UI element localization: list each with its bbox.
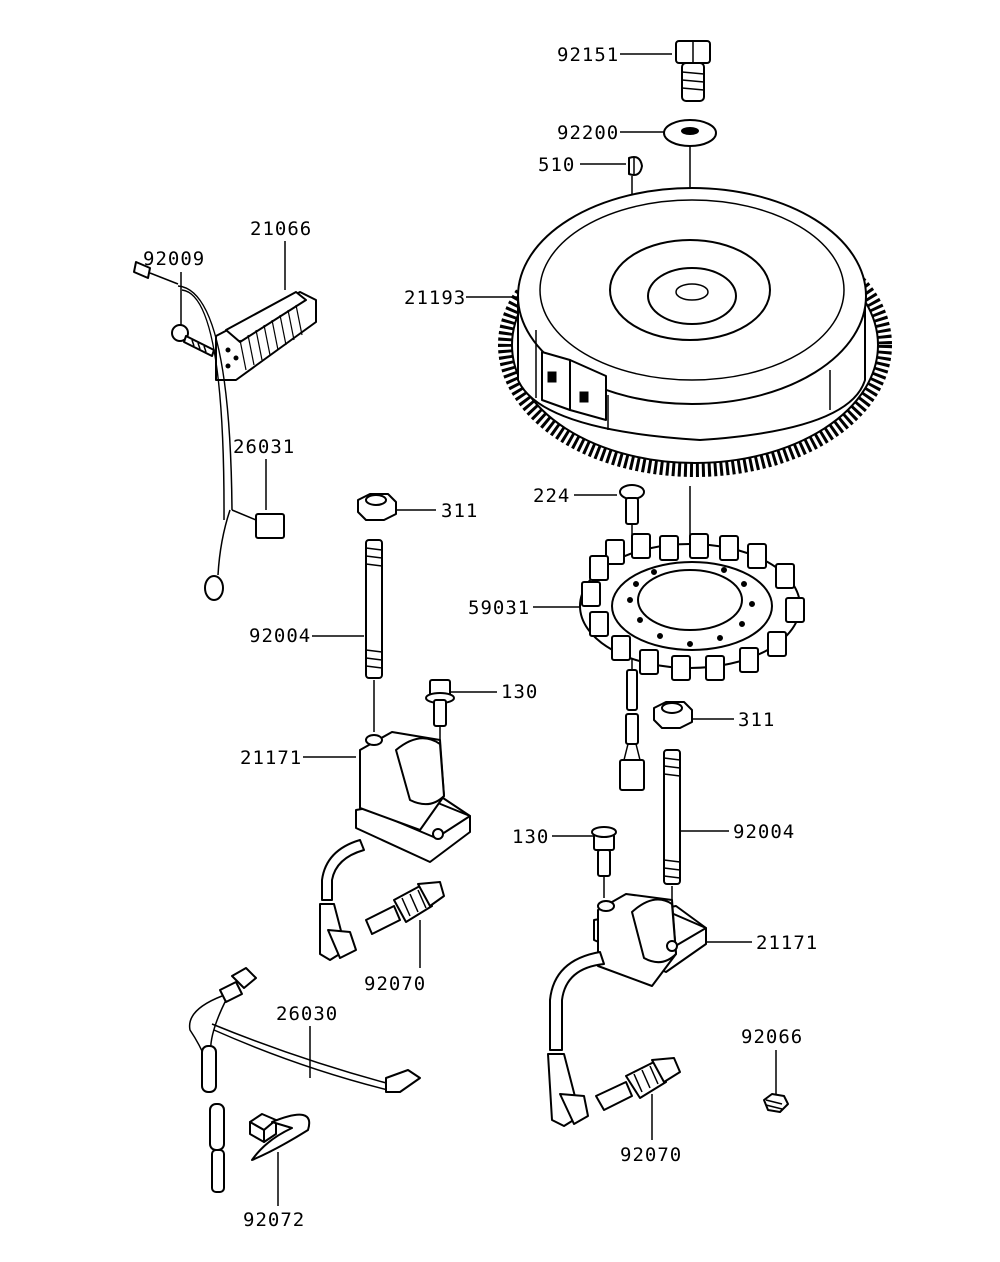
label-311-right: 311 xyxy=(738,709,775,731)
label-21193: 21193 xyxy=(404,287,466,309)
ignition-coil-right xyxy=(547,893,707,1127)
label-92151: 92151 xyxy=(557,44,619,66)
label-92070-right: 92070 xyxy=(620,1144,682,1166)
label-59031: 59031 xyxy=(468,597,530,619)
label-311-left: 311 xyxy=(441,500,478,522)
small-harness xyxy=(133,261,285,601)
label-92070-left: 92070 xyxy=(364,973,426,995)
woodruff-key xyxy=(628,156,643,176)
spark-plug-right xyxy=(595,1057,681,1111)
label-21171-right: 21171 xyxy=(756,932,818,954)
label-92200: 92200 xyxy=(557,122,619,144)
label-92004-left: 92004 xyxy=(249,625,311,647)
label-26031: 26031 xyxy=(233,436,295,458)
label-92072: 92072 xyxy=(243,1209,305,1231)
spark-plug-left xyxy=(365,881,445,935)
label-21066: 21066 xyxy=(250,218,312,240)
label-92066: 92066 xyxy=(741,1026,803,1048)
label-21171-left: 21171 xyxy=(240,747,302,769)
label-224: 224 xyxy=(533,485,570,507)
label-92009: 92009 xyxy=(143,248,205,270)
flywheel-bolt xyxy=(675,40,711,102)
label-130-left: 130 xyxy=(501,681,538,703)
large-harness xyxy=(188,967,421,1193)
stator-screw xyxy=(619,484,645,525)
coil-bolt-right xyxy=(591,826,617,898)
stud-left xyxy=(365,539,383,732)
label-92004-right: 92004 xyxy=(733,821,795,843)
flywheel-washer xyxy=(663,119,717,147)
label-510: 510 xyxy=(538,154,575,176)
stud-nut-right xyxy=(653,701,693,729)
label-130-right: 130 xyxy=(512,826,549,848)
flywheel xyxy=(498,187,892,477)
regulator-screw xyxy=(171,324,215,357)
stator xyxy=(579,533,805,791)
cap-nut xyxy=(763,1093,789,1113)
voltage-regulator xyxy=(215,291,317,381)
label-26030: 26030 xyxy=(276,1003,338,1025)
stud-nut-left xyxy=(357,493,397,521)
ignition-coil-left xyxy=(319,731,471,961)
part-labels: 92151 92200 510 21193 21066 92009 26031 … xyxy=(143,44,818,1231)
wire-clamp xyxy=(249,1113,311,1161)
